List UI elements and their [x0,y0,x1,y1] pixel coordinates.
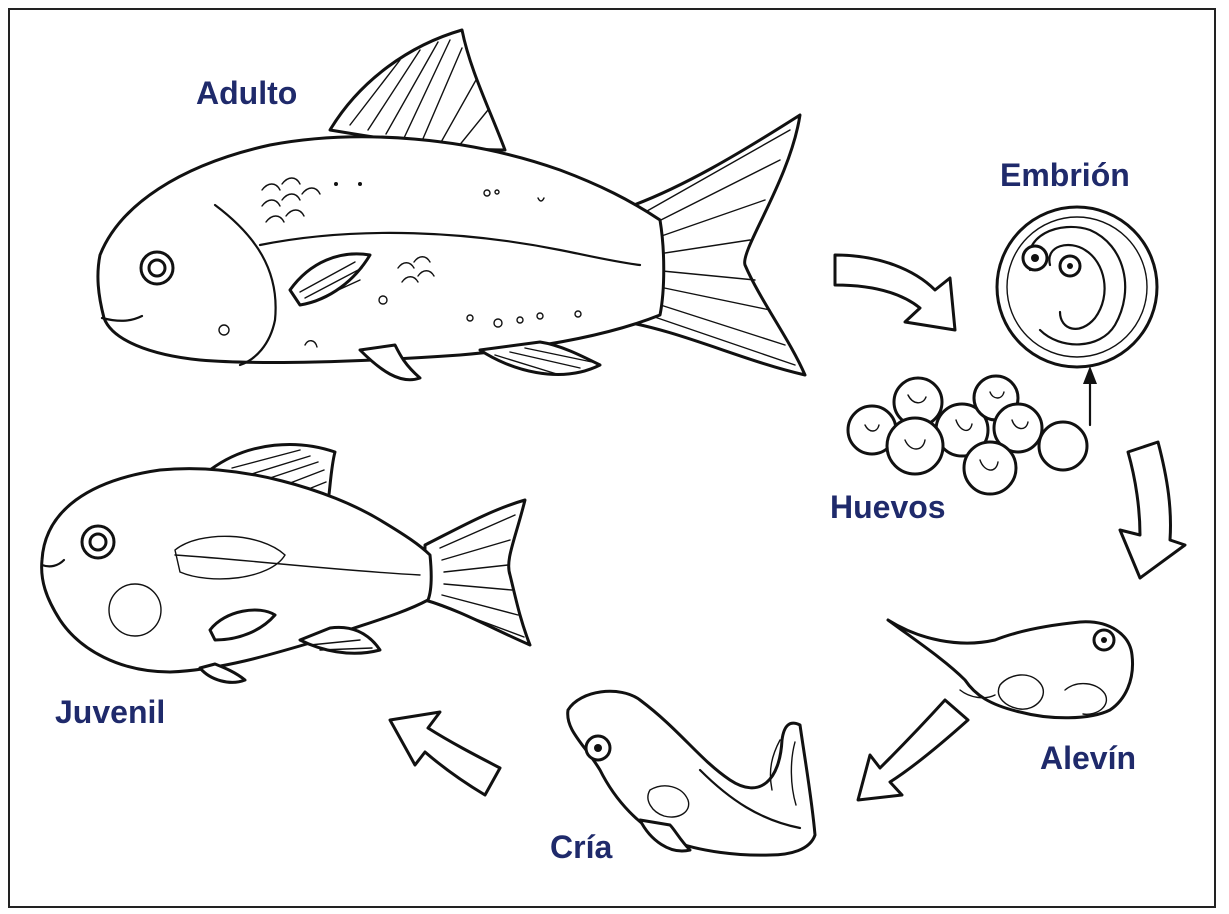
arrow-eggs-to-larva [1120,442,1185,578]
label-alevin: Alevín [1040,740,1136,777]
embryo-illustration [997,207,1157,367]
arrow-larva-to-fry [858,700,968,800]
arrow-adult-to-embryo [835,255,955,330]
label-adulto: Adulto [196,75,297,112]
arrow-fry-to-juvenile [390,712,500,795]
label-cria: Cría [550,829,612,866]
label-juvenil: Juvenil [55,694,165,731]
label-embrion: Embrión [1000,157,1130,194]
juvenile-fish-illustration [42,445,530,683]
larva-illustration [888,620,1133,718]
eggs-illustration [848,366,1097,494]
label-huevos: Huevos [830,489,946,526]
